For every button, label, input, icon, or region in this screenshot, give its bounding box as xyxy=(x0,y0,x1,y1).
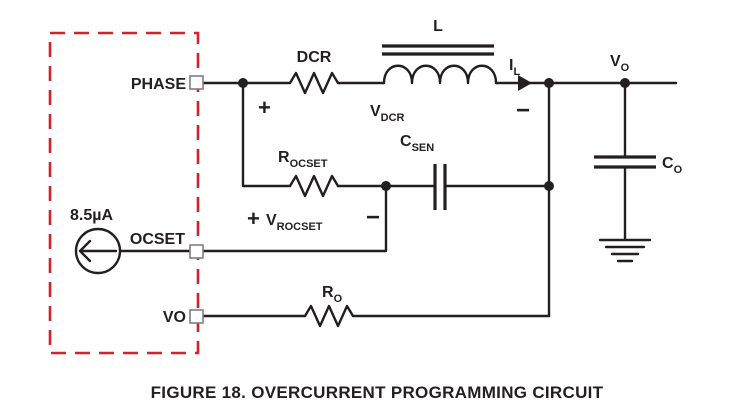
rocset-resistor xyxy=(288,174,340,198)
phase-to-rocset-wire xyxy=(241,81,292,188)
vo-label: VO xyxy=(163,309,186,326)
vrocset-sub: ROCSET xyxy=(277,221,323,233)
current-source-arrow-icon xyxy=(78,239,118,263)
output-cap-label: CO xyxy=(662,155,683,176)
ro-label: RO xyxy=(322,284,343,305)
ic-boundary xyxy=(48,31,200,355)
figure-caption: FIGURE 18. OVERCURRENT PROGRAMMING CIRCU… xyxy=(151,383,604,402)
csen-sub: SEN xyxy=(412,142,435,154)
inductor-current-label: IL xyxy=(509,57,520,78)
vout-label: VO xyxy=(610,53,630,74)
phase-pin xyxy=(189,75,204,90)
current-source-value: 8.5µA xyxy=(70,207,113,224)
ocset-label: OCSET xyxy=(130,231,185,248)
rocset-label: ROCSET xyxy=(278,149,328,170)
output-cap-main: C xyxy=(662,155,674,172)
output-cap-sub: O xyxy=(674,164,683,176)
inductor-coil xyxy=(382,64,498,85)
junction-inductor-out xyxy=(544,78,554,88)
inductor-current-main: I xyxy=(509,57,513,74)
dcr-label: DCR xyxy=(297,49,332,66)
vrocset-label: VROCSET xyxy=(266,212,323,233)
inductor-current-sub: L xyxy=(513,66,520,78)
vdcr-plus-sign: + xyxy=(258,95,271,120)
vrocset-main: V xyxy=(266,212,277,229)
phase-label: PHASE xyxy=(131,76,186,93)
junction-ocset xyxy=(381,181,391,191)
current-arrow-icon xyxy=(518,75,532,91)
vdcr-label: VDCR xyxy=(370,103,405,124)
junction-csen xyxy=(544,181,554,191)
ground-icon xyxy=(598,238,652,263)
vrocset-plus-sign: + xyxy=(247,206,260,231)
ocset-wire xyxy=(202,184,388,253)
vdcr-minus-sign: − xyxy=(516,97,530,124)
vdcr-sub: DCR xyxy=(381,112,405,124)
ocset-pin xyxy=(189,244,204,259)
junction-vout xyxy=(620,78,630,88)
junction-phase xyxy=(238,78,248,88)
vout-sub: O xyxy=(621,62,630,74)
ro-sub: O xyxy=(334,293,343,305)
vo-pin xyxy=(189,309,204,324)
rocset-main: R xyxy=(278,149,290,166)
vdcr-main: V xyxy=(370,103,381,120)
ro-main: R xyxy=(322,284,334,301)
dcr-resistor xyxy=(288,71,340,95)
inductor-label: L xyxy=(433,18,443,35)
csen-main: C xyxy=(400,133,412,150)
vout-main: V xyxy=(610,53,621,70)
rocset-sub: OCSET xyxy=(290,158,328,170)
ro-resistor xyxy=(303,304,355,328)
csen-label: CSEN xyxy=(400,133,434,154)
vrocset-minus-sign: − xyxy=(366,204,380,231)
